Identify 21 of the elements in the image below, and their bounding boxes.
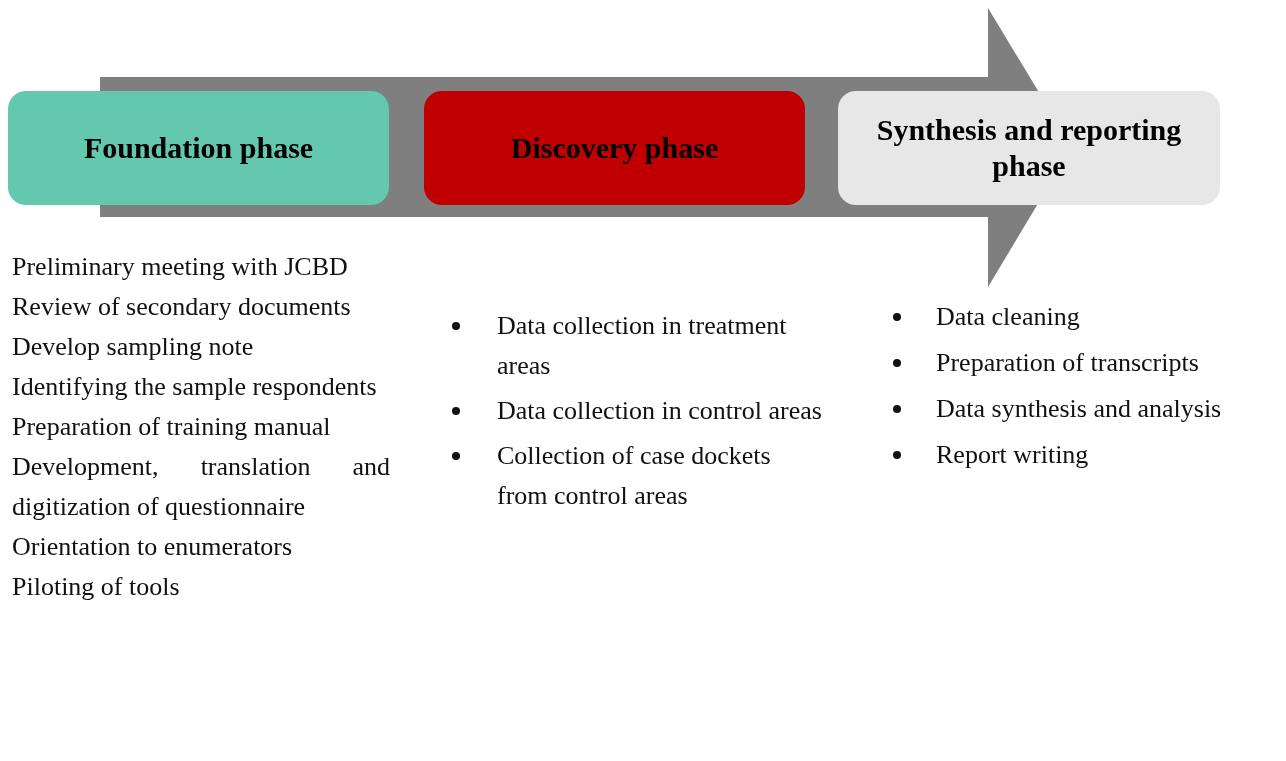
list-item-text: Collection of case dockets from control areas [497, 441, 771, 510]
phase-title: Discovery phase [510, 130, 719, 166]
phase-box [838, 91, 1220, 205]
phase-box [424, 91, 805, 205]
phase-title: Foundation phase [83, 130, 314, 166]
list-item-text: Identifying the sample respondents [12, 371, 378, 403]
list-item-text: Piloting of tools [12, 571, 181, 603]
list-item-text: Data synthesis and analysis [936, 394, 1222, 423]
list-item-text: Development, translation and digitization of questionnaire [12, 451, 390, 523]
list-item-text: Orientation to enumerators [12, 531, 294, 563]
list-item-text: Data collection in treatment areas [497, 311, 787, 380]
list-item-text: Data cleaning [936, 302, 1080, 331]
list-item-text: Data collection in control areas [497, 396, 822, 425]
list-item-text: Preparation of training manual [12, 411, 332, 443]
list-item-text: Report writing [936, 440, 1089, 469]
list-item-text: Preparation of transcripts [936, 348, 1199, 377]
list-item-text: Review of secondary documents [12, 291, 352, 323]
phase-box [8, 91, 389, 205]
phase-title: Synthesis and reporting phase [875, 112, 1183, 184]
list-item-text: Preliminary meeting with JCBD [12, 251, 349, 283]
list-item-text: Develop sampling note [12, 331, 255, 363]
